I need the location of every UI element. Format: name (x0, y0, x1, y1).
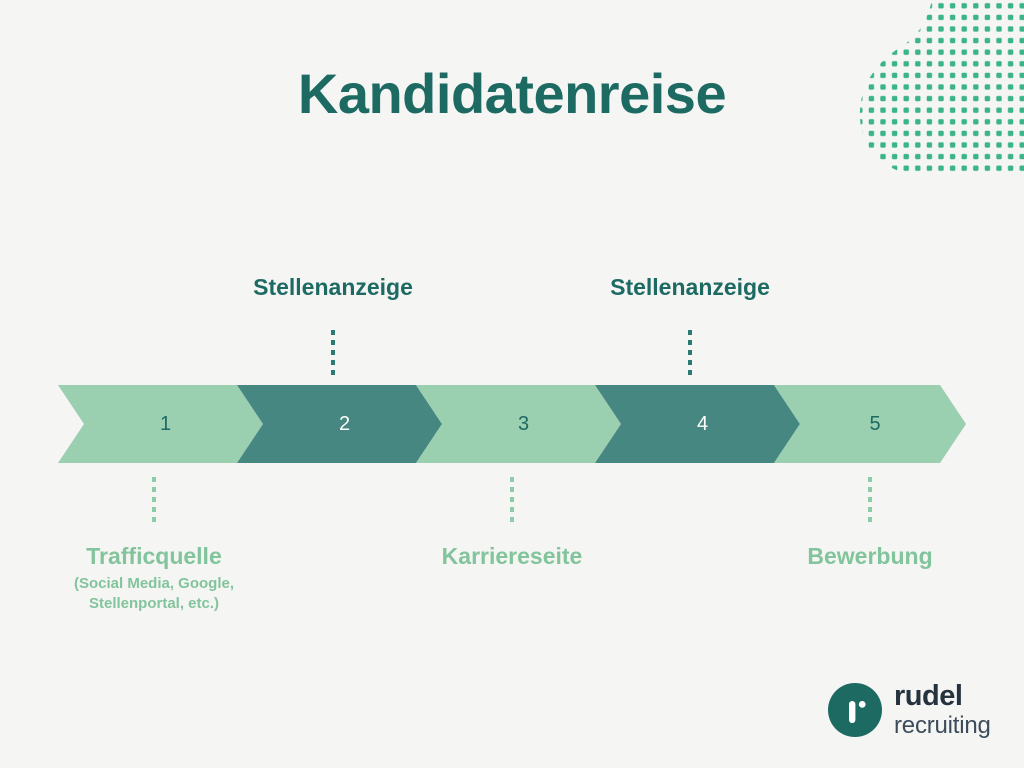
bottom-label-bewerbung-title: Bewerbung (807, 543, 933, 569)
bottom-label-karriereseite: Karriereseite (442, 542, 583, 571)
connector-line-bottom-step1 (152, 477, 156, 527)
chevron-step-5[interactable]: 5 (774, 385, 966, 463)
logo-name: rudel (894, 680, 963, 712)
chevron-step-2-number: 2 (338, 413, 351, 435)
bottom-label-trafficquelle-title: Trafficquelle (86, 543, 222, 569)
chevron-step-1-number: 1 (159, 413, 172, 435)
connector-line-top-step2 (331, 330, 335, 375)
chevron-step-5-number: 5 (869, 413, 881, 435)
bottom-label-bewerbung: Bewerbung (807, 542, 932, 571)
connector-line-bottom-step3 (510, 477, 514, 527)
chevron-step-2[interactable]: 2 (237, 385, 442, 463)
bottom-label-trafficquelle-subtitle: (Social Media, Google, Stellenportal, et… (73, 574, 235, 612)
chevron-step-4[interactable]: 4 (595, 385, 800, 463)
top-label-stellenanzeige-step4: Stellenanzeige (610, 274, 770, 300)
process-chevron-band: 1 2 3 4 5 (58, 385, 966, 463)
logo-tagline: recruiting (894, 712, 991, 739)
page-title: Kandidatenreise (297, 62, 727, 125)
chevron-step-4-number: 4 (696, 413, 709, 435)
bottom-label-karriereseite-title: Karriereseite (441, 543, 583, 569)
chevron-step-3[interactable]: 3 (416, 385, 621, 463)
logo-wordmark: rudel recruiting (894, 680, 991, 739)
chevron-step-3-number: 3 (517, 413, 530, 435)
chevron-step-1[interactable]: 1 (58, 385, 263, 463)
top-label-stellenanzeige-step2: Stellenanzeige (253, 274, 413, 300)
connector-line-top-step4 (688, 330, 692, 375)
bottom-label-trafficquelle: Trafficquelle (Social Media, Google, Ste… (74, 542, 234, 614)
brand-logo: rudel recruiting (828, 682, 991, 738)
connector-line-bottom-step5 (868, 477, 872, 527)
rudel-logo-mark-icon (828, 683, 882, 738)
